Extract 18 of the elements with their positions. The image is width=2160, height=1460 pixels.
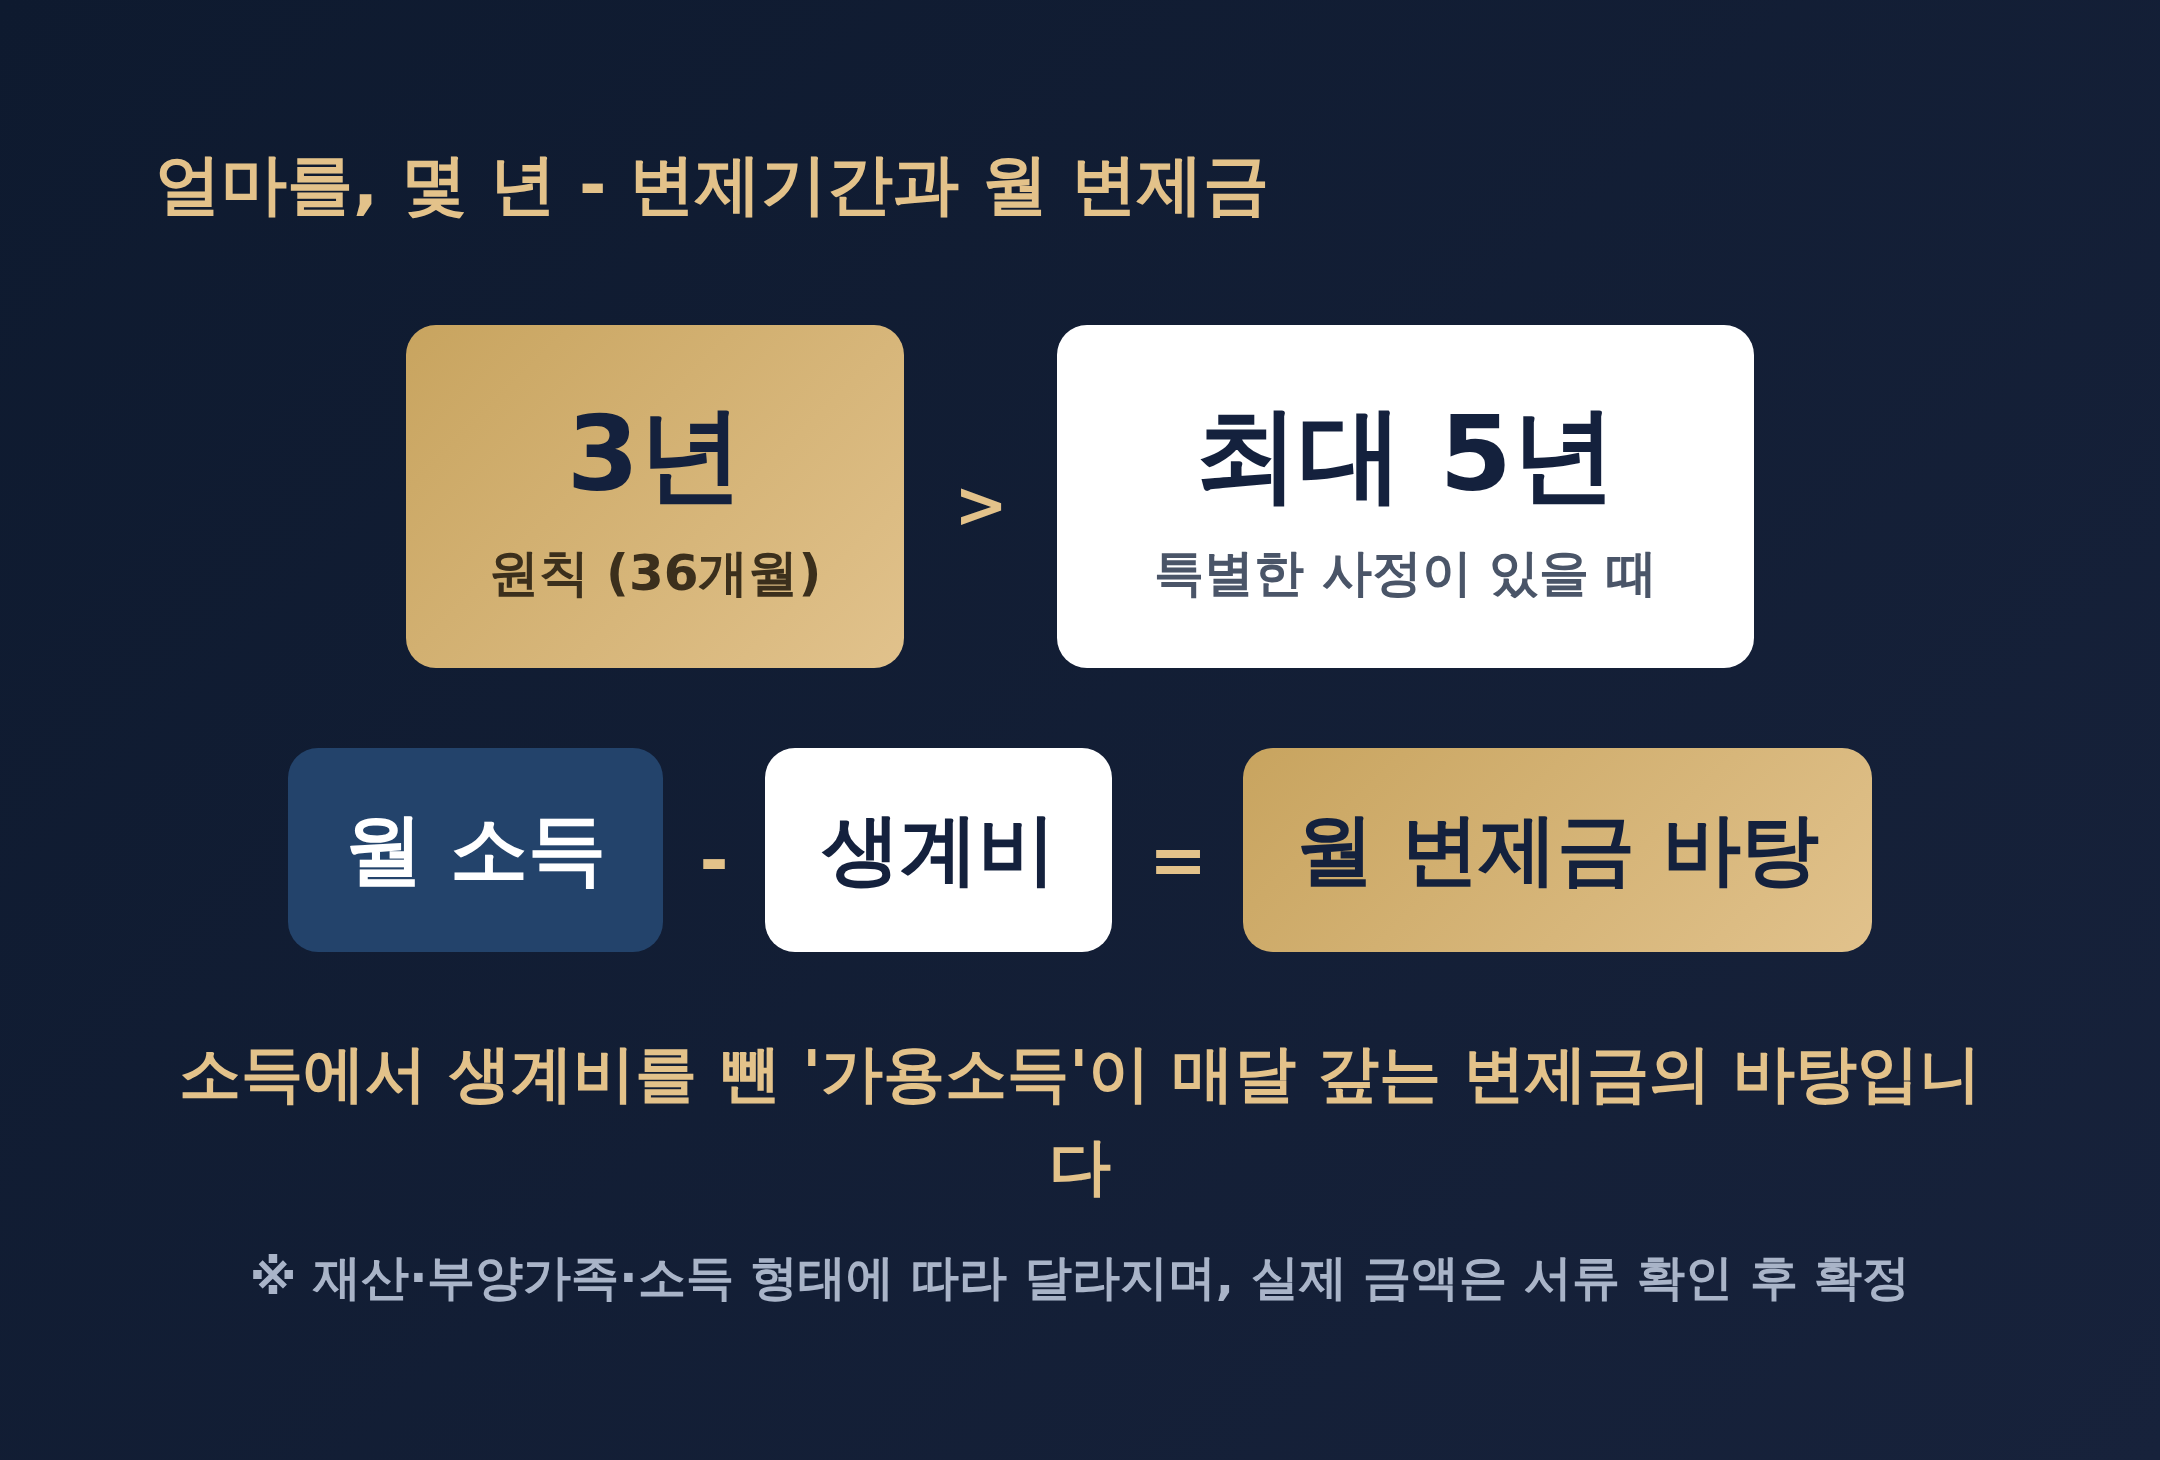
- minus-sign: -: [699, 818, 729, 902]
- equals-sign: =: [1148, 818, 1208, 902]
- footnote: ※ 재산·부양가족·소득 형태에 따라 달라지며, 실제 금액은 서류 확인 후 확정: [248, 1249, 1912, 1307]
- heading: 월 변제금 바탕: [1296, 802, 1819, 896]
- heading: 생계비: [821, 802, 1056, 896]
- subtitle: 특별한 사정이 있을 때: [1154, 543, 1657, 604]
- highlight-card: [406, 325, 904, 668]
- heading: 월 소득: [344, 802, 607, 896]
- result-box: [1243, 748, 1872, 952]
- heading: 3년: [566, 392, 744, 517]
- info-card: [1057, 325, 1754, 668]
- summary-text: 소득에서 생계비를 뺀 '가용소득'이 매달 갚는 변제금의 바탕입니다: [178, 1036, 1982, 1205]
- greater-than-sign: >: [954, 466, 1008, 544]
- title: 얼마를, 몇 년 - 변제기간과 월 변제금: [155, 145, 1270, 225]
- subtitle: 원칙 (36개월): [488, 543, 822, 604]
- term-box: [288, 748, 663, 952]
- heading: 최대 5년: [1195, 392, 1616, 517]
- term-box: [765, 748, 1112, 952]
